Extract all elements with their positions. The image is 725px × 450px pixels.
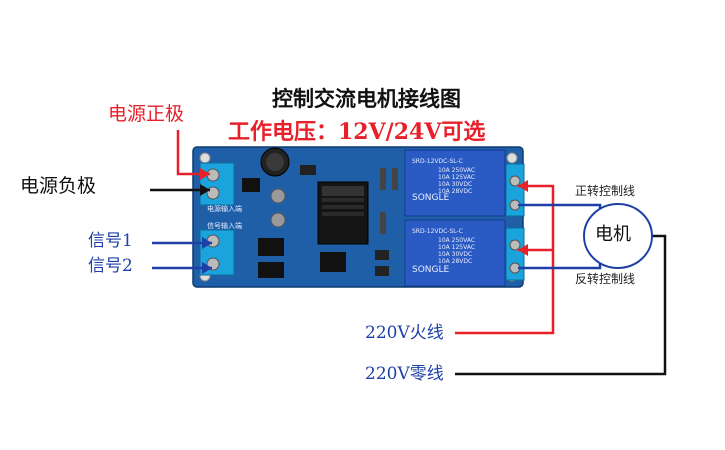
- svg-text:SONGLE: SONGLE: [412, 265, 450, 275]
- arrow-icon: [200, 168, 210, 180]
- reverse-control-wire: [518, 254, 602, 270]
- ic-chip: [320, 252, 346, 272]
- signal1-label: 信号1: [88, 231, 133, 251]
- signal2-label: 信号2: [88, 256, 133, 276]
- motor-label: 电机: [595, 224, 631, 245]
- arrow-icon: [202, 262, 212, 274]
- relay-1: SONGLE SRD-12VDC-SL-C: [404, 149, 506, 217]
- neutral-wire-label: 220V零线: [365, 364, 444, 384]
- voltage-subtitle: 工作电压：12V/24V可选: [228, 119, 486, 145]
- arrow-icon: [202, 237, 212, 249]
- relay-2: SONGLE SRD-12VDC-SL-C: [404, 219, 506, 287]
- forward-control-label: 正转控制线: [575, 184, 636, 198]
- motor-circle: [583, 203, 653, 269]
- arrow-icon: [518, 244, 528, 256]
- diagram-title: 控制交流电机接线图: [272, 86, 461, 111]
- power-positive-label: 电源正极: [108, 103, 185, 125]
- signal-input-label: 信号输入端: [207, 222, 242, 230]
- arrow-icon: [200, 184, 210, 196]
- neutral-wire: [455, 234, 667, 376]
- svg-text:SRD-12VDC-SL-C: SRD-12VDC-SL-C: [412, 158, 463, 165]
- power-positive-wire: [176, 130, 210, 176]
- ic-chip: [258, 238, 284, 256]
- arrow-icon: [518, 180, 528, 192]
- svg-text:SONGLE: SONGLE: [412, 193, 450, 203]
- power-terminal-block: [199, 162, 235, 206]
- live-wire: [455, 184, 555, 335]
- svg-text:SRD-12VDC-SL-C: SRD-12VDC-SL-C: [412, 228, 463, 235]
- power-input-label: 电源输入端: [207, 205, 242, 213]
- live-wire-label: 220V火线: [365, 323, 444, 343]
- reverse-control-label: 反转控制线: [575, 272, 636, 286]
- power-negative-label: 电源负极: [20, 175, 97, 197]
- ic-chip: [258, 262, 284, 278]
